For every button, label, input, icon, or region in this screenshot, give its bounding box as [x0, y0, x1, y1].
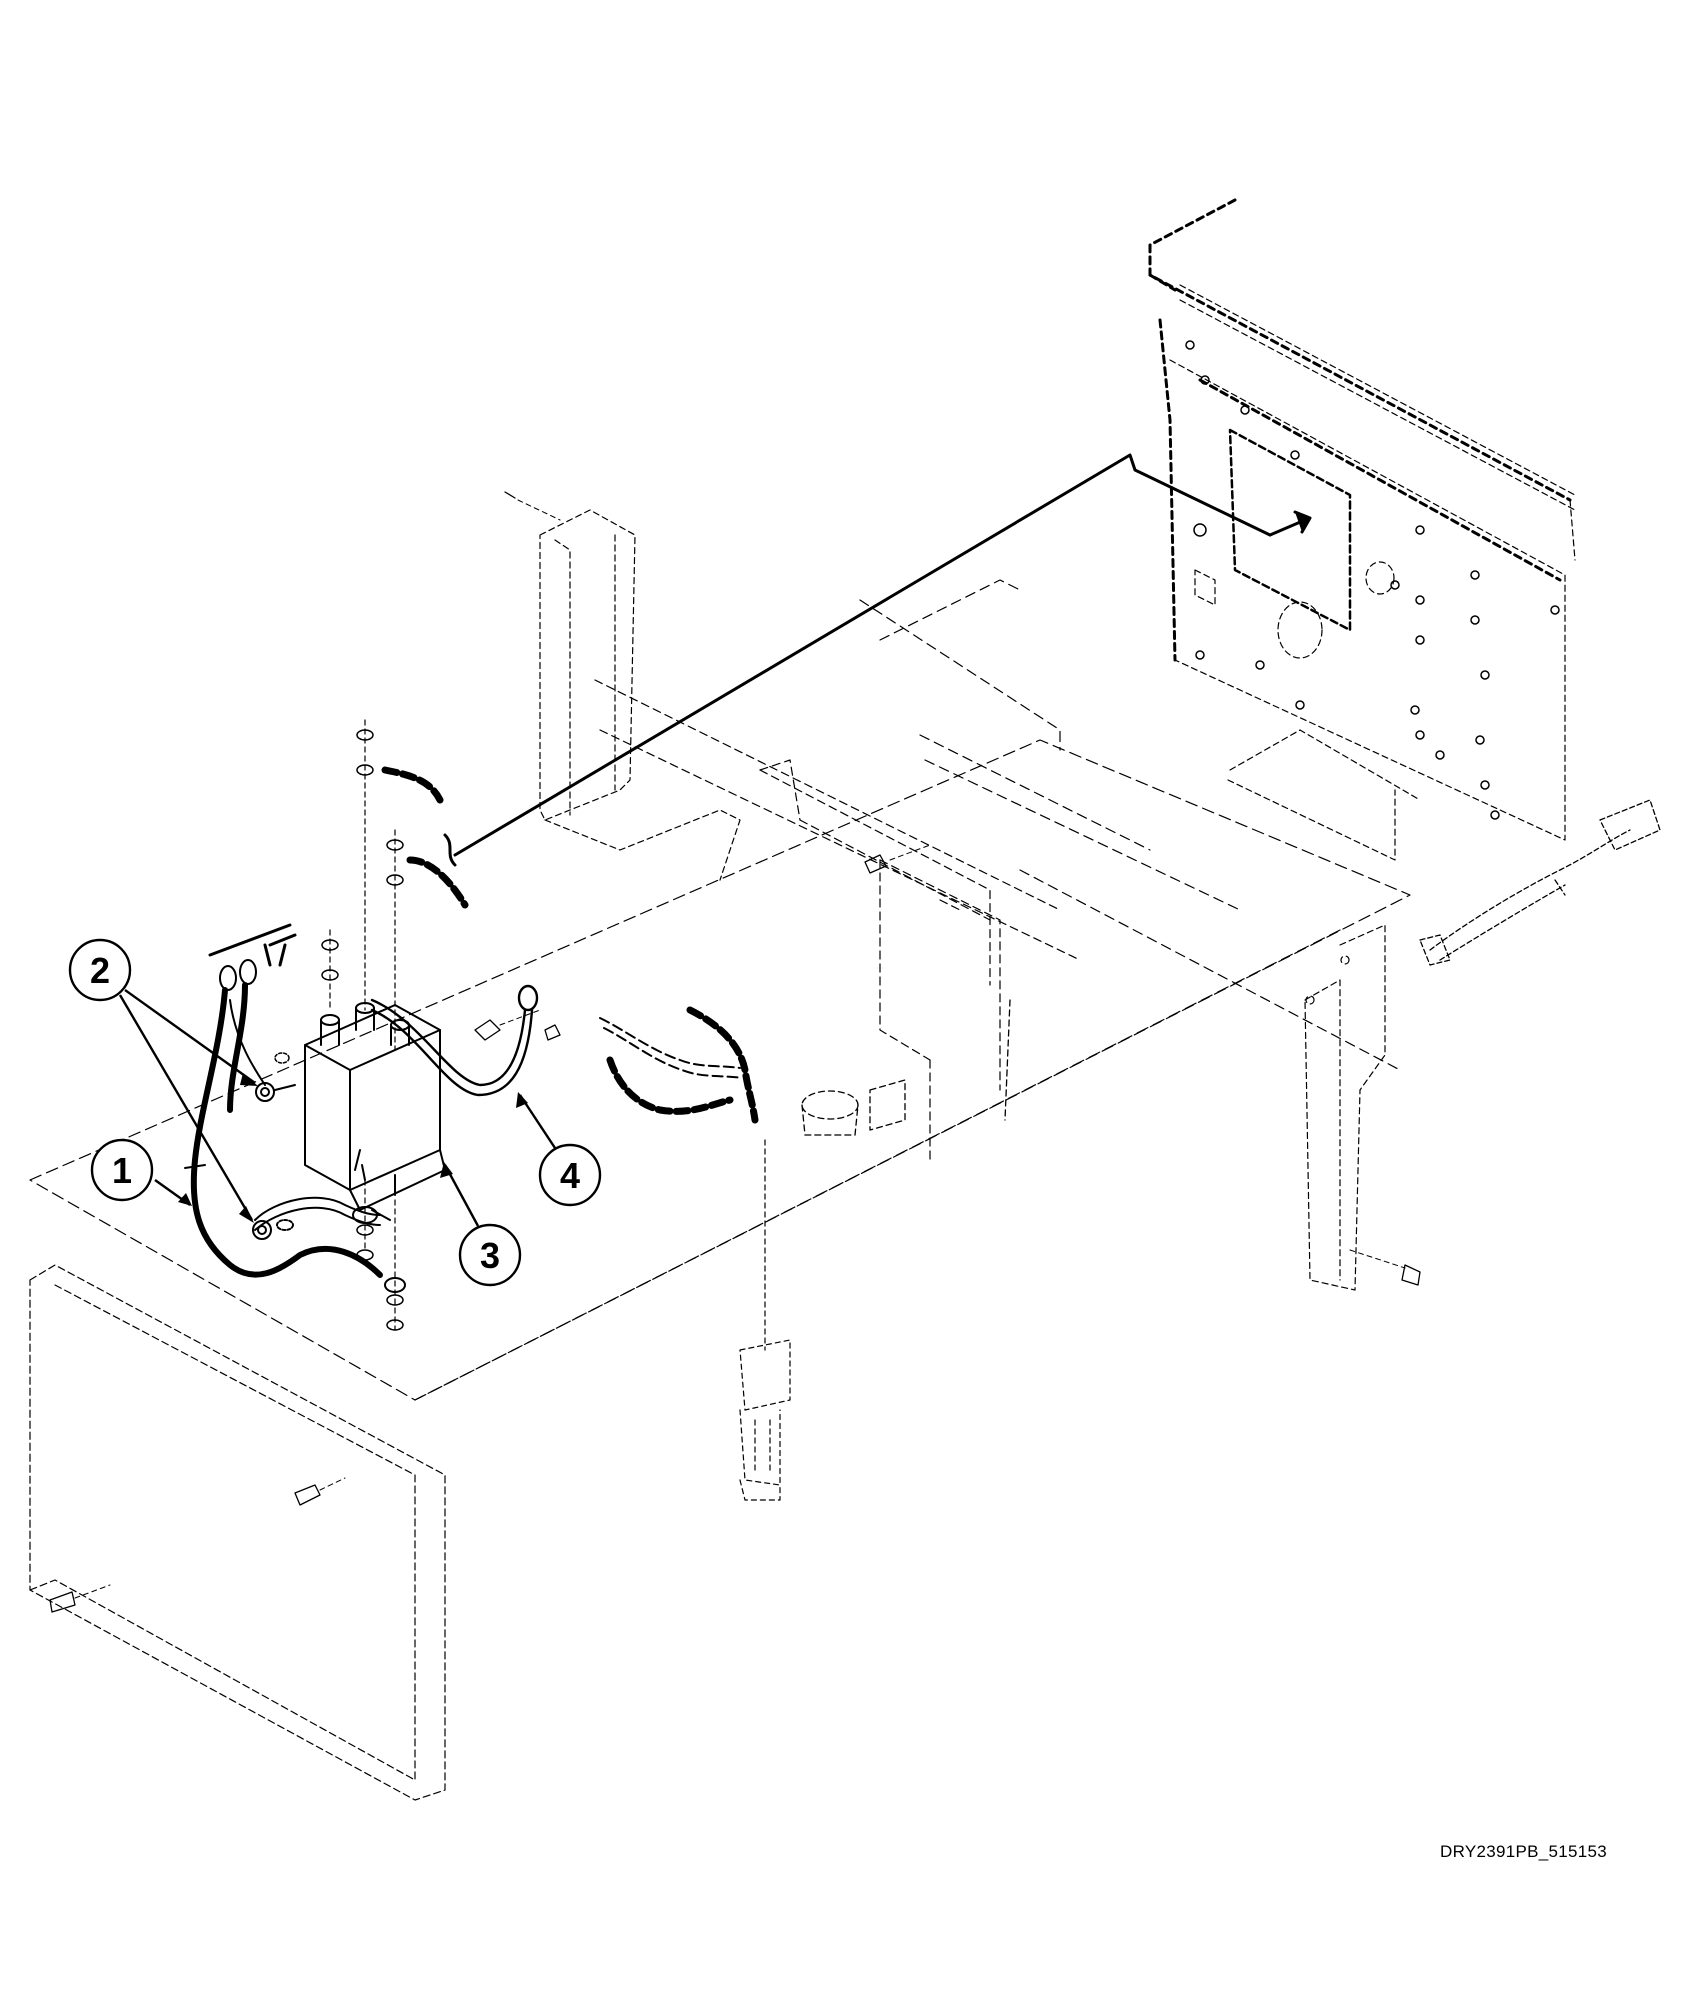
- callout-1-label: 1: [112, 1150, 132, 1191]
- panel-holes: [1185, 340, 1560, 820]
- center-channel: [594, 679, 1081, 1161]
- screw-leader-lines: [74, 499, 1406, 1599]
- callout-4-label: 4: [560, 1155, 580, 1196]
- rear-panel: [1169, 359, 1566, 861]
- bottom-plug: [739, 1139, 791, 1501]
- drawing-code: DRY2391PB_515153: [1440, 1842, 1608, 1861]
- insulated-wire-lower: [252, 1196, 391, 1240]
- callout-2: 2: [68, 938, 258, 1223]
- assembly-leader-line: [453, 453, 1312, 857]
- dryer-cabinet-outline: [1148, 198, 1572, 662]
- callout-3-label: 3: [480, 1235, 500, 1276]
- terminal-block: [801, 999, 1011, 1136]
- dashed-cables-hollow: [599, 1017, 743, 1079]
- right-leg: [1304, 924, 1386, 1291]
- cabinet-edge-lines: [1179, 284, 1576, 561]
- callout-2-label: 2: [90, 950, 110, 991]
- callout-4: 4: [516, 1092, 602, 1207]
- insulated-wire-upper: [229, 999, 296, 1102]
- screws: [49, 491, 1421, 1613]
- wire-harness-lugs: [184, 959, 406, 1293]
- base-plate: [29, 739, 1411, 1401]
- mounting-bracket-left: [539, 509, 741, 881]
- callout-1: 1: [90, 1138, 192, 1206]
- front-rail: [859, 579, 1401, 1071]
- dashed-cables: [381, 766, 759, 1124]
- wire-harness-black: [190, 982, 383, 1278]
- capacitor-body: [304, 1004, 446, 1211]
- cable-end-brackets: [208, 833, 457, 967]
- callout-3: 3: [440, 1162, 522, 1287]
- washers: [274, 729, 404, 1331]
- capacitor-terminals: [320, 1002, 410, 1196]
- transformer-cover: [29, 1264, 446, 1801]
- ground-wire: [370, 984, 539, 1097]
- power-cord: [1419, 799, 1661, 966]
